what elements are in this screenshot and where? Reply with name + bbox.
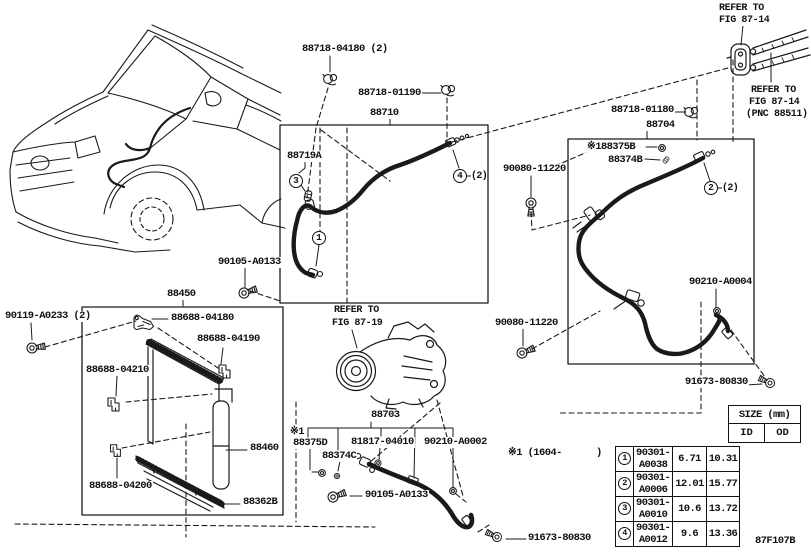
part-label-90105-A0133-b: 90105-A0133 — [364, 489, 429, 501]
part-label-90210-A0004: 90210-A0004 — [688, 276, 753, 288]
part-label-88688-04210: 88688-04210 — [85, 364, 150, 376]
size-table-body: 1 90301-A0038 6.71 10.31 2 90301-A0006 1… — [615, 446, 741, 547]
row-id-value: 12.01 — [672, 471, 707, 497]
row-od-value: 13.72 — [705, 496, 741, 522]
row-id-value: 10.6 — [672, 496, 707, 522]
clip-icon — [322, 73, 338, 86]
mount-clip-icon — [107, 397, 120, 412]
nut-icon — [449, 487, 457, 495]
bolt-icon — [483, 527, 504, 544]
part-label-88375D: 88375D — [292, 437, 329, 449]
vehicle-sketch — [9, 24, 286, 253]
part-label-88688-04180: 88688-04180 — [170, 312, 235, 324]
ref-fig8714-top-line1: REFER TO — [718, 3, 765, 14]
size-table-title: SIZE (mm) — [729, 406, 800, 424]
part-label-91673-80830-right: 91673-80830 — [684, 376, 749, 388]
size-table-row: 4 90301-A0012 9.6 13.36 — [615, 521, 741, 547]
ref-fig8714-top-line2: FIG 87-14 — [718, 15, 771, 26]
o-ring-icon — [374, 459, 382, 467]
ref-fig8719-line1: REFER TO — [333, 305, 380, 316]
compressor-drawing — [335, 321, 447, 410]
size-table-col-od: OD — [776, 427, 789, 439]
part-label-88460: 88460 — [249, 442, 280, 454]
row-part-number: 90301-A0038 — [632, 446, 674, 472]
part-label-88374C: 88374C — [321, 450, 358, 462]
size-table-row: 2 90301-A0006 12.01 15.77 — [615, 471, 741, 497]
o-ring-icon — [333, 472, 341, 480]
row-callout-number: 2 — [618, 477, 631, 491]
part-label-90210-A0002: 90210-A0002 — [423, 436, 488, 448]
part-label-88704: 88704 — [645, 119, 676, 131]
stud-icon — [662, 155, 670, 165]
part-label-88374B: 88374B — [607, 154, 644, 166]
part-label-91673-80830-bottom: 91673-80830 — [527, 532, 592, 544]
row-id-value: 6.71 — [672, 446, 707, 472]
part-label-88718-01190: 88718-01190 — [357, 87, 422, 99]
part-label-88450: 88450 — [166, 288, 197, 300]
callout-4-qty: (2) — [471, 171, 488, 182]
size-table-header: SIZE (mm) ID OD — [728, 405, 801, 443]
part-label-81817-04010: 81817-04010 — [350, 436, 415, 448]
row-part-number: 90301-A0010 — [632, 496, 674, 522]
clip-icon — [440, 84, 456, 97]
row-od-value: 13.36 — [705, 521, 741, 547]
row-callout-number: 1 — [618, 452, 631, 466]
ref-fig8714-pnc-line1: REFER TO — [750, 85, 797, 96]
part-label-88718-01180: 88718-01180 — [610, 104, 675, 116]
condenser-drawing — [135, 338, 233, 512]
mount-clip-icon — [110, 444, 121, 457]
evaporator-connector-drawing — [726, 29, 811, 76]
size-table-row: 3 90301-A0010 10.6 13.72 — [615, 496, 741, 522]
row-part-number: 90301-A0012 — [632, 521, 674, 547]
bolt-icon — [237, 283, 259, 300]
clip-icon — [683, 106, 699, 119]
row-callout-number: 3 — [618, 502, 631, 516]
part-label-90119-A0233: 90119-A0233 (2) — [4, 310, 92, 322]
size-table-col-id: ID — [729, 424, 765, 442]
part-label-90105-A0133-a: 90105-A0133 — [217, 256, 282, 268]
row-od-value: 10.31 — [705, 446, 741, 472]
o-ring-icon — [658, 144, 666, 152]
bolt-icon — [514, 342, 537, 361]
row-callout-number: 4 — [618, 527, 631, 541]
ref-fig8714-pnc-line3: (PNC 88511) — [745, 109, 809, 120]
section-boxes — [81, 124, 755, 516]
bolt-icon — [25, 340, 47, 355]
part-label-90080-11220-a: 90080-11220 — [502, 163, 567, 175]
callout-3: 3 — [289, 174, 303, 188]
applicability-note: ※1 (1604- ) — [507, 447, 603, 459]
part-label-88375B: ※188375B — [586, 141, 637, 153]
bolt-icon — [756, 373, 777, 390]
part-label-90080-11220-b: 90080-11220 — [494, 317, 559, 329]
part-label-88362B: 88362B — [242, 496, 279, 508]
callout-2-qty: (2) — [722, 183, 739, 194]
callout-1: 1 — [312, 231, 326, 245]
bracket-icon — [133, 314, 155, 331]
part-label-88718-04180: 88718-04180 (2) — [301, 43, 389, 55]
size-table-row: 1 90301-A0038 6.71 10.31 — [615, 446, 741, 472]
part-label-88703: 88703 — [370, 409, 401, 421]
row-id-value: 9.6 — [672, 521, 707, 547]
ref-fig8719-line2: FIG 87-19 — [331, 318, 384, 329]
row-od-value: 15.77 — [705, 471, 741, 497]
row-part-number: 90301-A0006 — [632, 471, 674, 497]
part-label-88719A: 88719A — [286, 150, 323, 162]
part-label-88375D-mark: ※1 — [289, 426, 305, 438]
part-label-88688-04200: 88688-04200 — [88, 480, 153, 492]
o-ring-icon — [318, 469, 326, 477]
callout-4: 4 — [453, 169, 467, 183]
part-label-88688-04190: 88688-04190 — [196, 333, 261, 345]
figure-code: 87F107B — [754, 535, 796, 547]
bolt-icon — [326, 487, 348, 504]
leader-lines — [30, 24, 772, 540]
hardware-glyphs — [25, 73, 777, 544]
callout-2: 2 — [704, 181, 718, 195]
part-label-88710: 88710 — [369, 107, 400, 119]
ref-fig8714-pnc-line2: FIG 87-14 — [748, 97, 801, 108]
